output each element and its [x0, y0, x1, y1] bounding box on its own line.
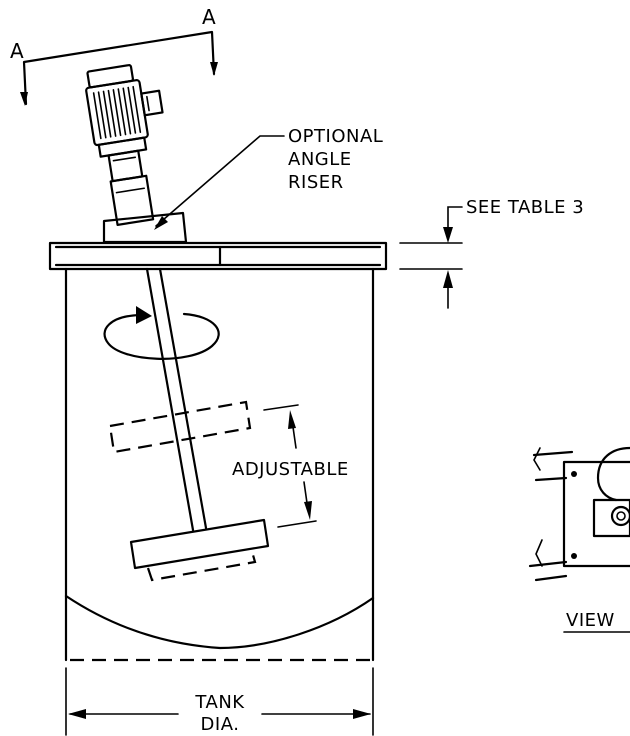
upper-impeller-dashed — [108, 400, 252, 454]
adjustable-dimension — [263, 404, 317, 528]
section-line-a-a — [20, 30, 218, 106]
riser-label-line3: RISER — [288, 172, 344, 193]
tank-label: TANK — [194, 692, 245, 713]
flange-thickness-dimension — [399, 206, 463, 309]
section-label-a-left: A — [10, 39, 24, 63]
riser-label-line1: OPTIONAL — [288, 126, 383, 147]
tank-flange — [48, 241, 388, 271]
riser-label-line2: ANGLE — [288, 149, 352, 170]
section-label-a-right: A — [202, 5, 216, 29]
view-label: VIEW — [566, 610, 615, 631]
view-detail — [528, 446, 630, 582]
lower-impeller — [129, 518, 270, 582]
agitator-shaft — [145, 267, 208, 532]
dia-label: DIA. — [201, 714, 240, 735]
riser-leader-line — [155, 135, 285, 227]
see-table-label: SEE TABLE 3 — [466, 197, 584, 218]
tank-diameter-dimension — [65, 667, 374, 736]
tank-body — [64, 267, 375, 662]
adjustable-label: ADJUSTABLE — [232, 459, 349, 480]
rotation-arrow-icon — [103, 306, 220, 360]
motor-assembly — [85, 64, 164, 226]
